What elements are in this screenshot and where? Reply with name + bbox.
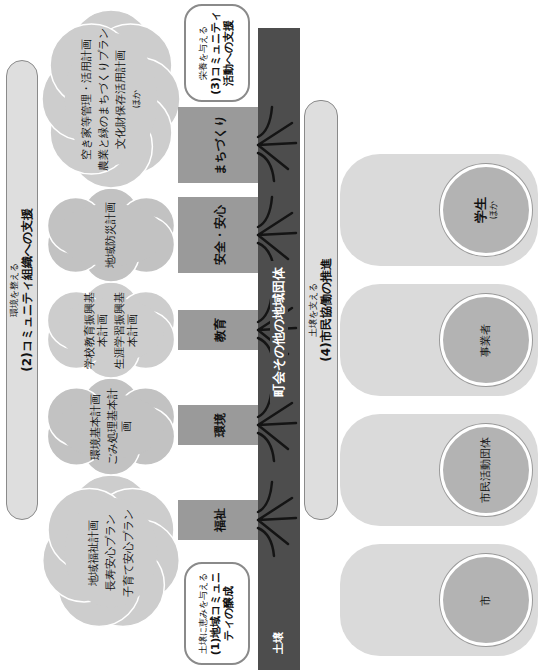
plan-label: ほか <box>131 90 142 108</box>
tree-canopy: 学校教育振興基本計画生涯学習振興基本計画 <box>42 282 180 378</box>
support-box: 土壌に恵みを与える(1)地域コミュニティの醸成 <box>184 562 250 665</box>
actor-label: 市民活動団体 <box>479 437 492 503</box>
soil-band: 土壌 町会その他の地域団体 <box>258 28 300 670</box>
field-label: 教育 <box>213 318 227 342</box>
support-label: 町会その他の地域団体 <box>270 261 288 403</box>
canopy-body <box>65 33 157 165</box>
tree-canopy: 環境基本計画ごみ処理基本計画 <box>42 378 180 475</box>
support-pillar <box>340 154 538 266</box>
support-box: 栄養を与える(3)コミュニティ活動への支援 <box>184 4 250 102</box>
plan-label: 空き家等管理・活用計画 <box>80 39 93 160</box>
field-label: まちづくり <box>213 115 227 175</box>
canopy-cloud <box>42 282 180 378</box>
actor-label: 学生 <box>473 197 489 223</box>
support-label: (4)市民協働の推進 <box>319 258 333 361</box>
plan-label: 子育て安心プラン <box>122 509 135 597</box>
support-pillar <box>340 414 538 526</box>
actor-circle: 市 <box>440 554 532 646</box>
actor-label: 事業者 <box>479 324 492 357</box>
field-label: 環境 <box>213 413 227 437</box>
root-line <box>258 197 296 271</box>
actor-label: 市 <box>479 595 492 606</box>
support-label: (2)コミュニティ組織への支援 <box>20 208 34 371</box>
support-pillar <box>340 544 538 656</box>
actor-label: ほか <box>488 201 499 219</box>
actor-circle: 事業者 <box>440 294 532 386</box>
field-label: 安全・安心 <box>213 205 227 265</box>
heading-label: 土壌を支える <box>308 283 319 337</box>
heading-label: 栄養を与える <box>198 26 209 80</box>
tree-canopy: 空き家等管理・活用計画農業と緑のまちづくりプラン文化財保存活用計画ほか <box>42 10 180 188</box>
plan-label: 学校教育振興基本計画 <box>83 290 109 370</box>
support-band: 土壌を支える(4)市民協働の推進 <box>304 100 338 520</box>
plan-label: 長寿安心プラン <box>104 514 117 591</box>
tree-trunk: まちづくり <box>178 107 262 183</box>
tree-canopy: 地域福祉計画長寿安心プラン子育て安心プラン <box>42 475 180 630</box>
canopy-cloud <box>42 10 180 188</box>
root-line <box>258 107 296 181</box>
support-label: (3)コミュニティ活動への支援 <box>209 11 235 95</box>
actor-circle: 学生ほか <box>440 164 532 256</box>
plan-label: ごみ処理基本計画 <box>106 386 132 467</box>
tree-trunk: 環境 <box>178 405 262 445</box>
tree-trunk: 安全・安心 <box>178 197 262 273</box>
plan-label: 地域防災計画 <box>104 202 117 268</box>
tree-canopy: 地域防災計画 <box>42 188 180 282</box>
support-label: (1)地域コミュニティの醸成 <box>209 569 235 658</box>
plan-label: 生涯学習振興基本計画 <box>113 290 139 370</box>
heading-label: 土壌 <box>271 626 286 660</box>
tree-trunk: 教育 <box>178 310 262 350</box>
plan-label: 農業と緑のまちづくりプラン <box>97 28 110 171</box>
support-band: 環境を整える(2)コミュニティ組織への支援 <box>6 60 38 520</box>
tree-trunk: 福祉 <box>178 500 262 540</box>
root-line <box>258 482 296 556</box>
heading-label: 土壌に恵みを与える <box>198 573 209 654</box>
plan-label: 地域福祉計画 <box>87 520 100 586</box>
support-pillar <box>340 284 538 396</box>
plan-label: 環境基本計画 <box>89 394 102 460</box>
field-label: 福祉 <box>213 508 227 532</box>
canopy-body <box>58 298 164 362</box>
actor-circle: 市民活動団体 <box>440 424 532 516</box>
canopy-body <box>65 498 157 607</box>
plan-label: 文化財保存活用計画 <box>114 50 127 149</box>
heading-label: 環境を整える <box>9 263 20 317</box>
